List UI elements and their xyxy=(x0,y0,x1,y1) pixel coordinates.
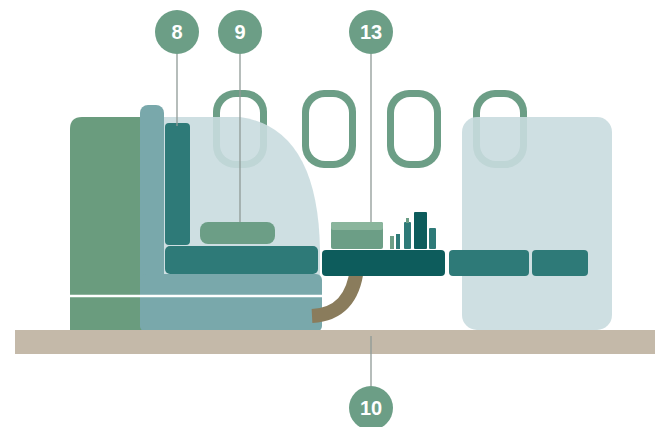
callout-circles xyxy=(155,10,393,427)
toiletries xyxy=(390,212,436,249)
callout-number: 8 xyxy=(155,10,199,54)
side-table xyxy=(322,250,445,276)
seat-shell xyxy=(462,117,612,330)
amenity-kit xyxy=(331,222,383,249)
window xyxy=(302,90,356,168)
amenity-kit-lid xyxy=(331,222,383,230)
back-cushion xyxy=(165,123,190,245)
callout-number: 10 xyxy=(349,386,393,427)
seat-base xyxy=(140,274,322,332)
ottoman-cushion xyxy=(449,250,529,276)
pillow xyxy=(200,222,275,244)
seat-cushion xyxy=(165,246,318,274)
callout-number: 9 xyxy=(218,10,262,54)
seat-back xyxy=(70,117,145,332)
callout-number: 13 xyxy=(349,10,393,54)
trim-line xyxy=(70,295,322,298)
window xyxy=(387,90,441,168)
leader-lines xyxy=(177,54,371,386)
floor xyxy=(15,330,655,354)
ottoman-cushion xyxy=(532,250,588,276)
